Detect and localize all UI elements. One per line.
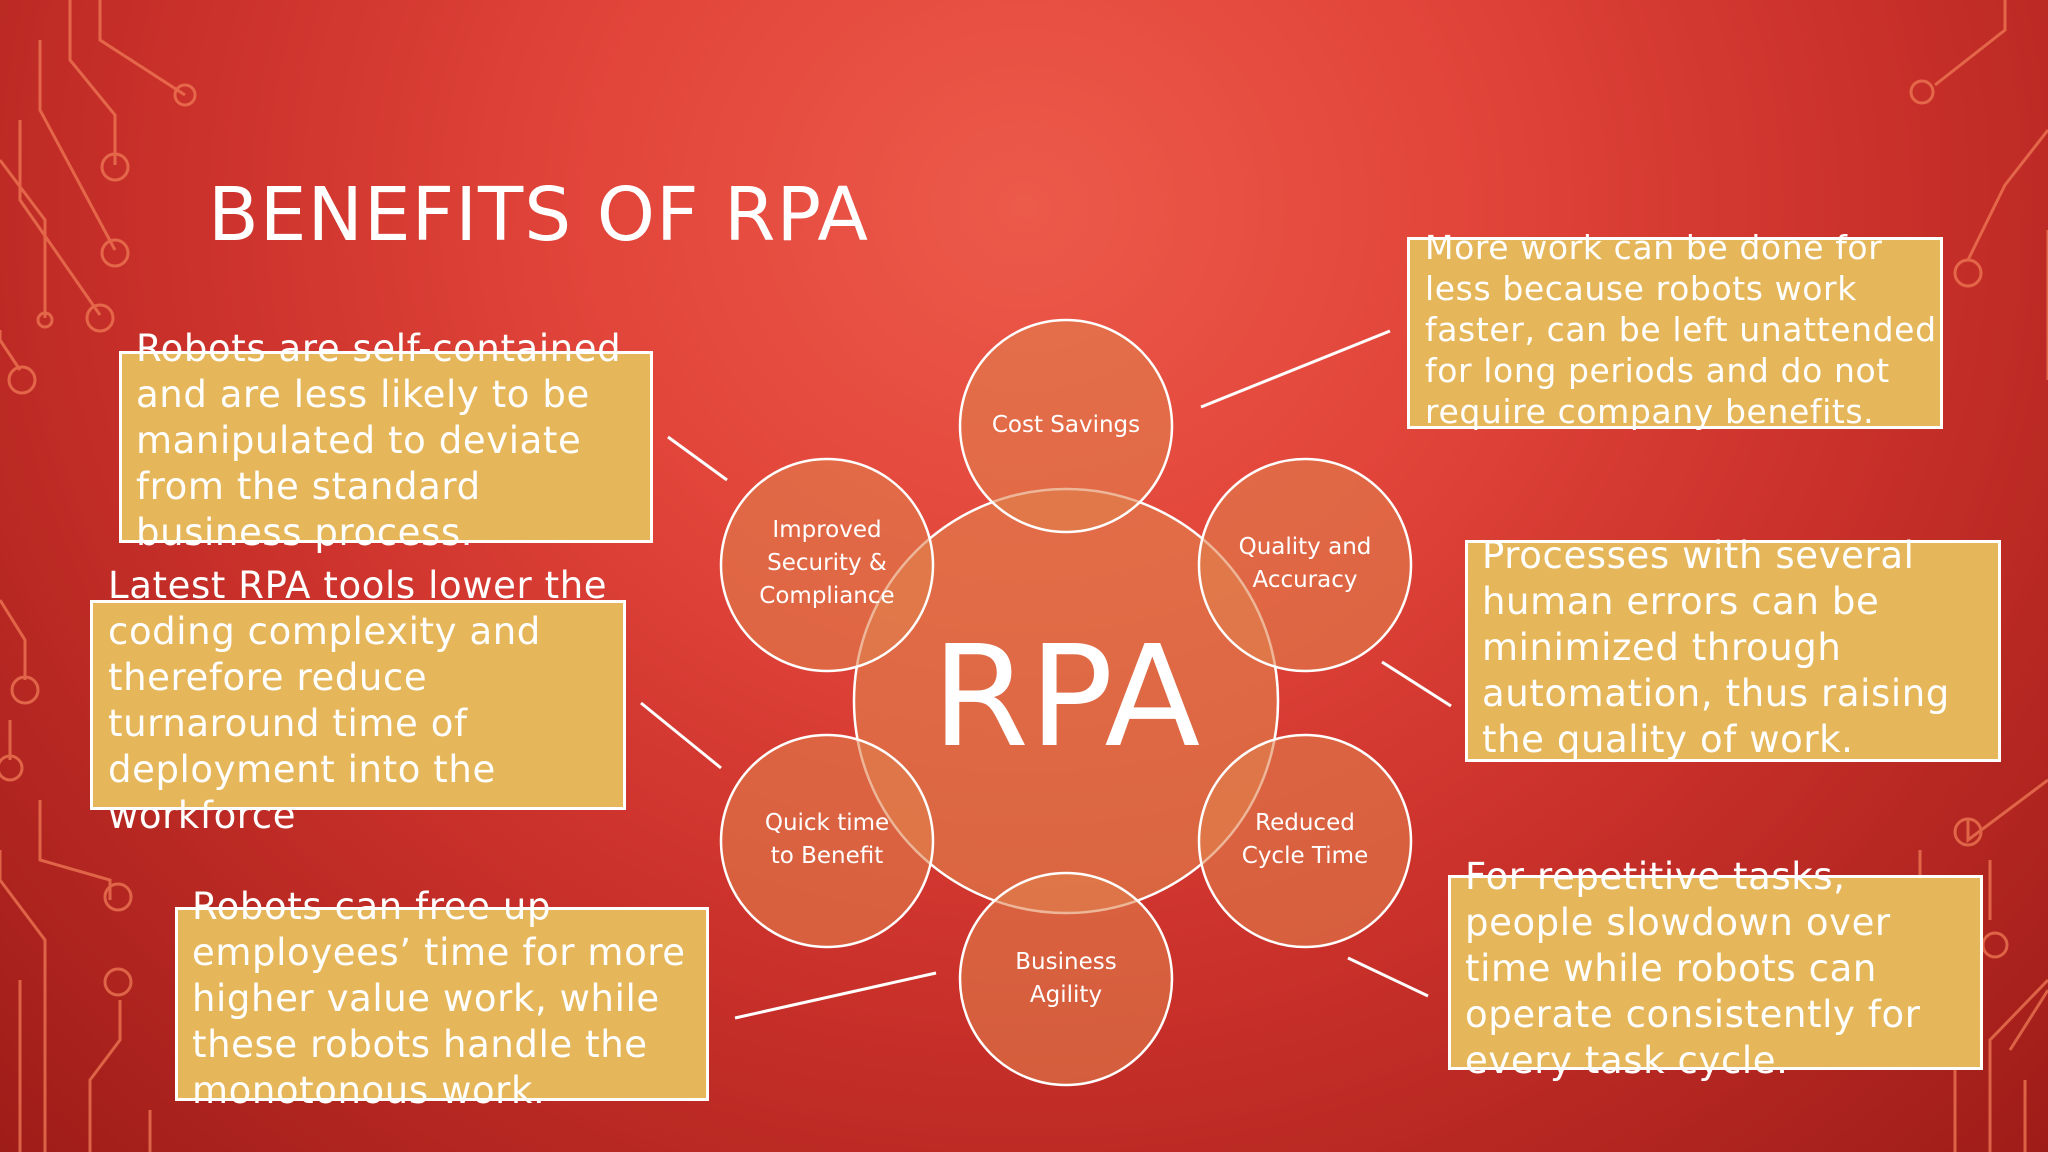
node-cycle-time: Reduced Cycle Time bbox=[1205, 807, 1405, 873]
connector-cost bbox=[1201, 331, 1390, 407]
node-security: Improved Security & Compliance bbox=[727, 514, 927, 613]
node-quick-time: Quick time to Benefit bbox=[727, 807, 927, 873]
callout-quick-text: Latest RPA tools lower the coding comple… bbox=[108, 563, 607, 839]
connector-cycle bbox=[1348, 958, 1428, 996]
callout-quality-text: Processes with several human errors can … bbox=[1482, 533, 1950, 763]
node-cost-savings: Cost Savings bbox=[966, 409, 1166, 442]
page-title: BENEFITS OF RPA bbox=[208, 172, 869, 258]
node-quality: Quality and Accuracy bbox=[1205, 531, 1405, 597]
callout-agility-text: Robots can free up employees’ time for m… bbox=[192, 884, 686, 1114]
callout-security-text: Robots are self-contained and are less l… bbox=[136, 326, 621, 556]
connector-agility bbox=[735, 973, 936, 1018]
center-label: RPA bbox=[916, 628, 1216, 768]
connector-security bbox=[668, 437, 727, 480]
connector-quality bbox=[1382, 662, 1451, 706]
node-business-agility: Business Agility bbox=[966, 946, 1166, 1012]
connector-quick bbox=[641, 703, 721, 768]
callout-cycle-text: For repetitive tasks, people slowdown ov… bbox=[1465, 854, 1921, 1084]
callout-cost-text: More work can be done for less because r… bbox=[1425, 227, 1937, 432]
